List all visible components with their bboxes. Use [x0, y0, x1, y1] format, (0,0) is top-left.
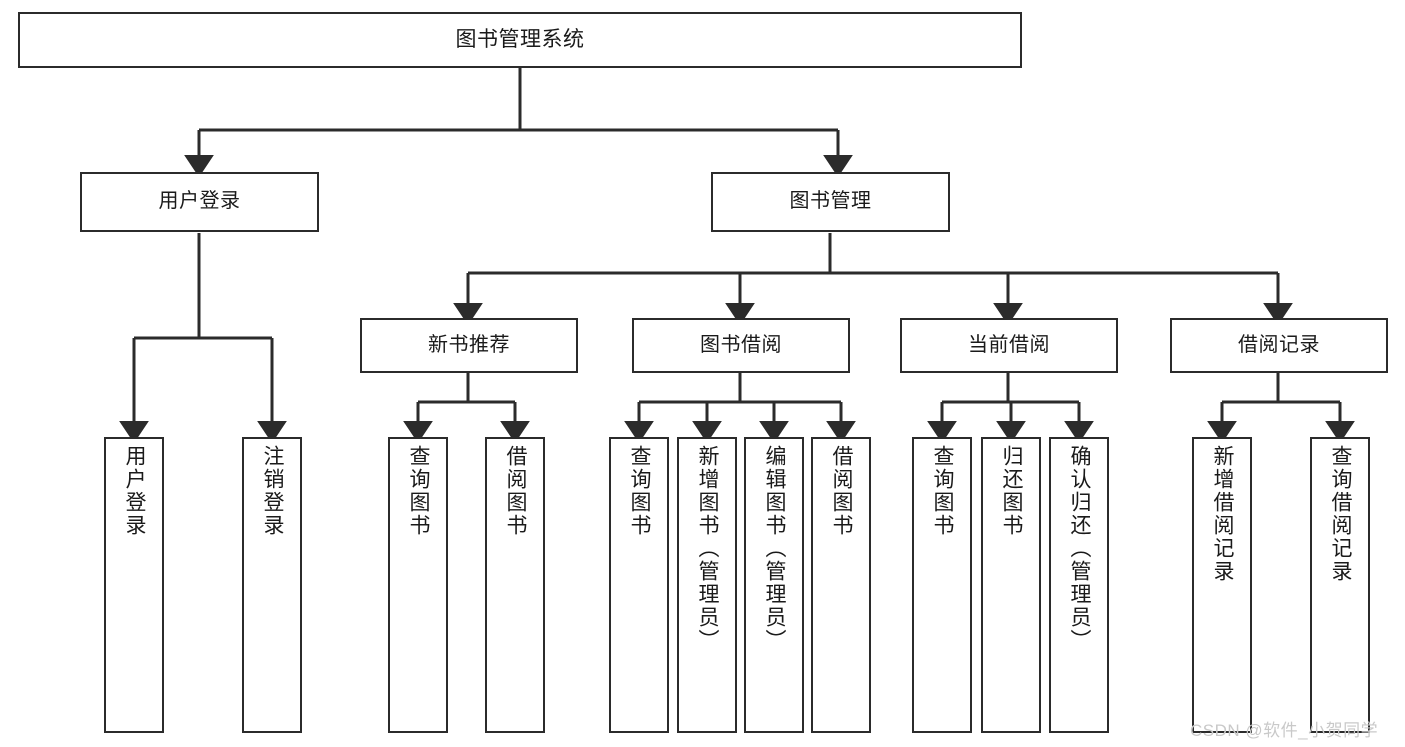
node-user-login[interactable]: 用户登录	[80, 172, 319, 232]
node-leaf-edit-book-label: 编辑图书（管理员）	[763, 445, 787, 652]
node-book-borrow[interactable]: 图书借阅	[632, 318, 850, 373]
node-leaf-add-record[interactable]: 新增借阅记录	[1192, 437, 1252, 733]
node-leaf-query-book-2[interactable]: 查询图书	[609, 437, 669, 733]
node-leaf-edit-book[interactable]: 编辑图书（管理员）	[744, 437, 804, 733]
node-new-book-rec-label: 新书推荐	[428, 333, 510, 356]
node-current-borrow[interactable]: 当前借阅	[900, 318, 1118, 373]
node-book-manage[interactable]: 图书管理	[711, 172, 950, 232]
node-leaf-borrow-book-2-label: 借阅图书	[830, 445, 854, 537]
node-leaf-user-login-label: 用户登录	[123, 445, 147, 537]
node-book-manage-label: 图书管理	[789, 190, 872, 213]
node-leaf-query-book-1[interactable]: 查询图书	[388, 437, 448, 733]
node-leaf-borrow-book-2[interactable]: 借阅图书	[811, 437, 871, 733]
node-leaf-query-record-label: 查询借阅记录	[1329, 445, 1353, 583]
node-leaf-add-book-label: 新增图书（管理员）	[696, 445, 720, 652]
node-leaf-query-book-1-label: 查询图书	[407, 445, 431, 537]
node-leaf-user-login[interactable]: 用户登录	[104, 437, 164, 733]
node-borrow-record[interactable]: 借阅记录	[1170, 318, 1388, 373]
node-book-borrow-label: 图书借阅	[700, 333, 782, 356]
watermark: CSDN @软件_小贺同学	[1190, 721, 1379, 740]
node-leaf-return-book[interactable]: 归还图书	[981, 437, 1041, 733]
node-leaf-query-book-3-label: 查询图书	[931, 445, 955, 537]
node-leaf-add-record-label: 新增借阅记录	[1211, 445, 1235, 583]
node-leaf-logout-label: 注销登录	[261, 445, 285, 537]
node-leaf-borrow-book-1-label: 借阅图书	[504, 445, 528, 537]
node-new-book-rec[interactable]: 新书推荐	[360, 318, 578, 373]
node-leaf-add-book[interactable]: 新增图书（管理员）	[677, 437, 737, 733]
node-leaf-logout[interactable]: 注销登录	[242, 437, 302, 733]
node-leaf-borrow-book-1[interactable]: 借阅图书	[485, 437, 545, 733]
node-root-label: 图书管理系统	[455, 27, 585, 51]
node-leaf-confirm-return-label: 确认归还（管理员）	[1068, 445, 1092, 652]
node-current-borrow-label: 当前借阅	[968, 333, 1050, 356]
node-leaf-query-book-2-label: 查询图书	[628, 445, 652, 537]
node-root[interactable]: 图书管理系统	[18, 12, 1022, 68]
node-user-login-label: 用户登录	[158, 190, 241, 213]
node-leaf-confirm-return[interactable]: 确认归还（管理员）	[1049, 437, 1109, 733]
node-leaf-return-book-label: 归还图书	[1000, 445, 1024, 537]
node-borrow-record-label: 借阅记录	[1238, 333, 1320, 356]
node-leaf-query-record[interactable]: 查询借阅记录	[1310, 437, 1370, 733]
node-leaf-query-book-3[interactable]: 查询图书	[912, 437, 972, 733]
